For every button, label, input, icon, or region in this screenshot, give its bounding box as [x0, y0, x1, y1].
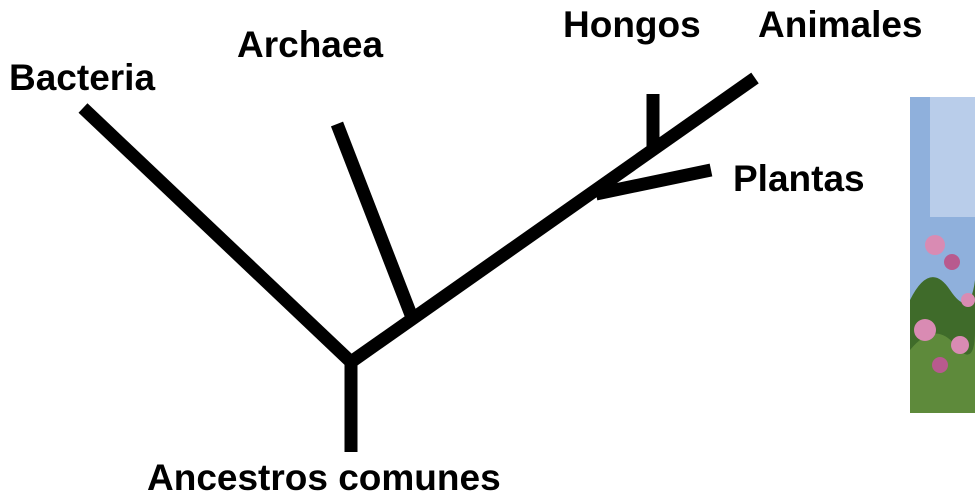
label-archaea: Archaea	[237, 24, 383, 65]
label-bacteria: Bacteria	[9, 57, 155, 98]
label-animales: Animales	[758, 4, 923, 45]
main-trunk	[347, 72, 759, 368]
label-root: Ancestros comunes	[147, 457, 501, 498]
bacteria-branch	[78, 103, 356, 367]
label-hongos: Hongos	[563, 4, 701, 45]
label-plantas: Plantas	[733, 158, 865, 199]
archaea-branch	[330, 121, 420, 323]
plantas-branch	[594, 163, 713, 201]
flower-photo	[910, 97, 975, 413]
